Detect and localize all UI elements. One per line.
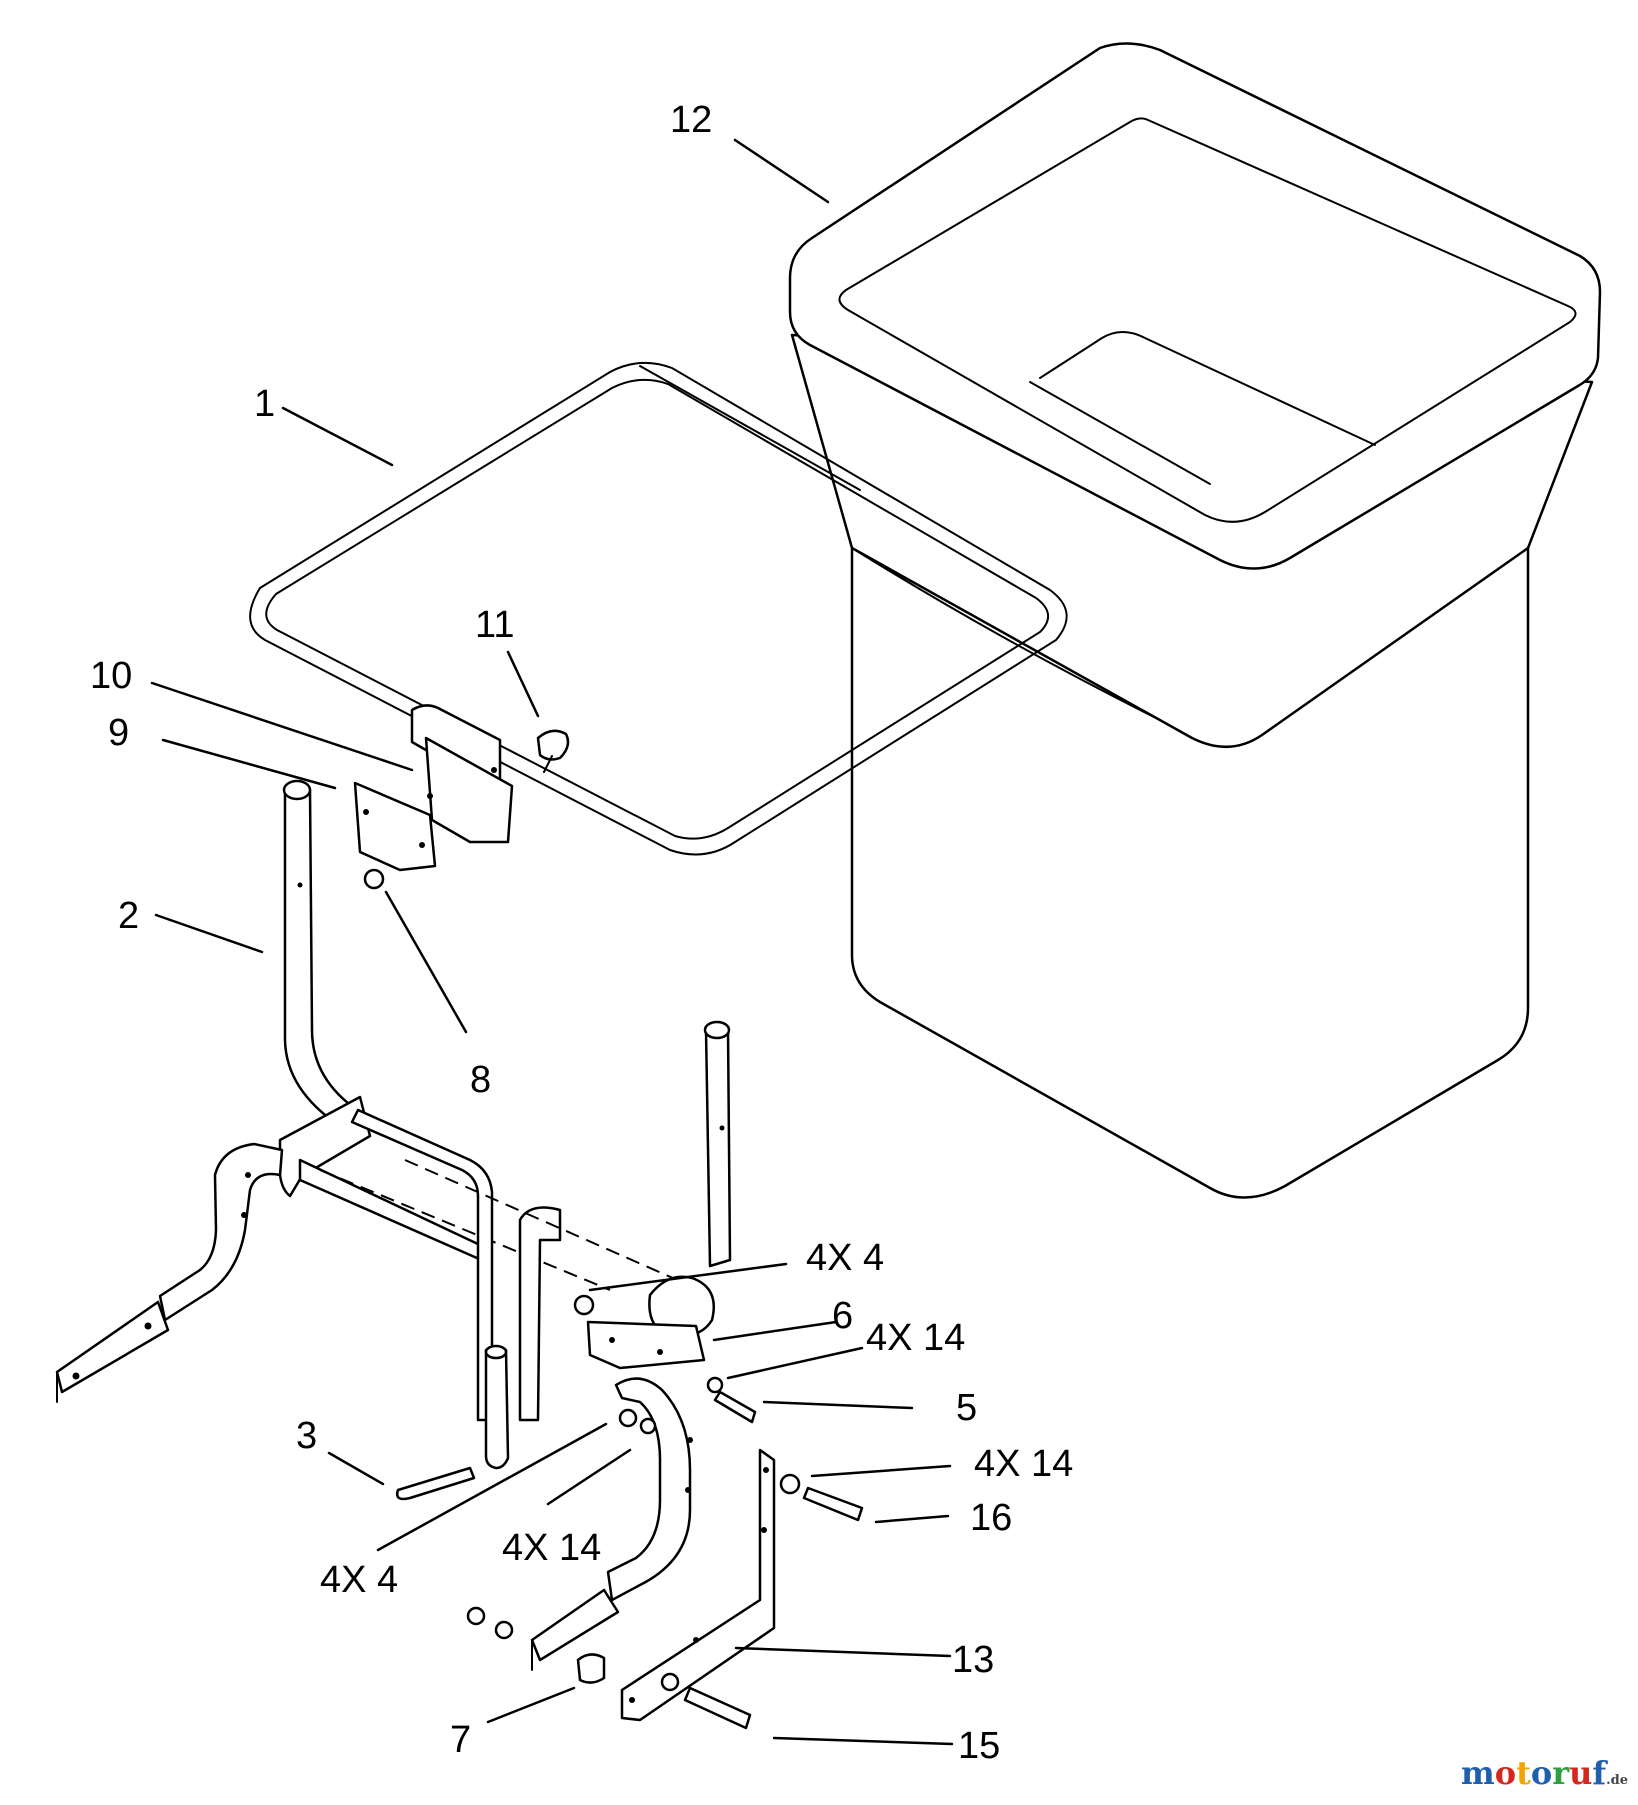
nut-part-8 (363, 868, 385, 890)
callout-15: 15 (958, 1725, 1000, 1767)
watermark-letters: motoruf (1461, 1754, 1606, 1792)
callout-13: 13 (952, 1639, 994, 1681)
right-hitch-assembly (573, 1020, 757, 1424)
callout-labels: 12 1 11 10 9 2 8 4X 4 6 4X 14 5 3 4X 14 … (90, 99, 1073, 1767)
callout-3: 3 (296, 1415, 317, 1457)
callout-6: 6 (832, 1295, 853, 1337)
washer-4x14-upper (706, 1376, 724, 1394)
washer-4x14-right (779, 1473, 801, 1495)
callout-5: 5 (956, 1387, 977, 1429)
callout-1: 1 (254, 383, 275, 425)
hopper-part-12 (788, 42, 1602, 1199)
bracket-plate-part-13 (530, 1448, 776, 1722)
watermark-letter: f (1592, 1754, 1607, 1792)
watermark-letter: t (1516, 1754, 1531, 1792)
watermark-letter: o (1530, 1754, 1553, 1792)
drop-bracket (606, 1377, 693, 1602)
callout-2: 2 (118, 895, 139, 937)
left-hitch-bracket (278, 1095, 611, 1291)
nut-4x4-lower (618, 1408, 638, 1428)
callout-4x4-upper: 4X 4 (806, 1237, 884, 1279)
bolt-part-16 (802, 1486, 864, 1522)
frame-loop-part-1 (249, 361, 1068, 856)
nut-4x4-upper (573, 1294, 595, 1316)
callout-16: 16 (970, 1497, 1012, 1539)
hairpin-cotter-part-3 (396, 1466, 476, 1501)
callout-4x4-lower: 4X 4 (320, 1559, 398, 1601)
watermark-letter: o (1494, 1754, 1517, 1792)
callout-4x14-right: 4X 14 (974, 1443, 1073, 1485)
motoruf-watermark: motoruf.de (1461, 1754, 1628, 1792)
watermark-letter: r (1552, 1754, 1570, 1792)
callout-11: 11 (475, 604, 514, 646)
bolt-part-11 (536, 729, 570, 761)
bolt-part-5 (713, 1390, 757, 1424)
cross-frame (350, 1108, 701, 1470)
callout-8: 8 (470, 1059, 491, 1101)
bracket-assembly-parts-9-10-11 (353, 704, 570, 890)
watermark-letter: m (1460, 1754, 1495, 1792)
bolt-part-15 (683, 1686, 752, 1730)
left-arm-tube (55, 1142, 284, 1403)
callout-12: 12 (670, 99, 712, 141)
upright-tube-part-2 (282, 779, 362, 1128)
callout-9: 9 (108, 712, 129, 754)
callout-4x14-lower: 4X 14 (502, 1527, 601, 1569)
spacer-part-7 (466, 1606, 606, 1684)
callout-10: 10 (90, 655, 132, 697)
callout-4x14-upper: 4X 14 (866, 1317, 965, 1359)
watermark-suffix: .de (1606, 1773, 1628, 1788)
washer-4x14-mid (639, 1417, 657, 1435)
leader-lines (150, 138, 954, 1746)
callout-7: 7 (450, 1719, 471, 1761)
washer-part-15 (660, 1672, 680, 1692)
watermark-letter: u (1569, 1754, 1593, 1792)
